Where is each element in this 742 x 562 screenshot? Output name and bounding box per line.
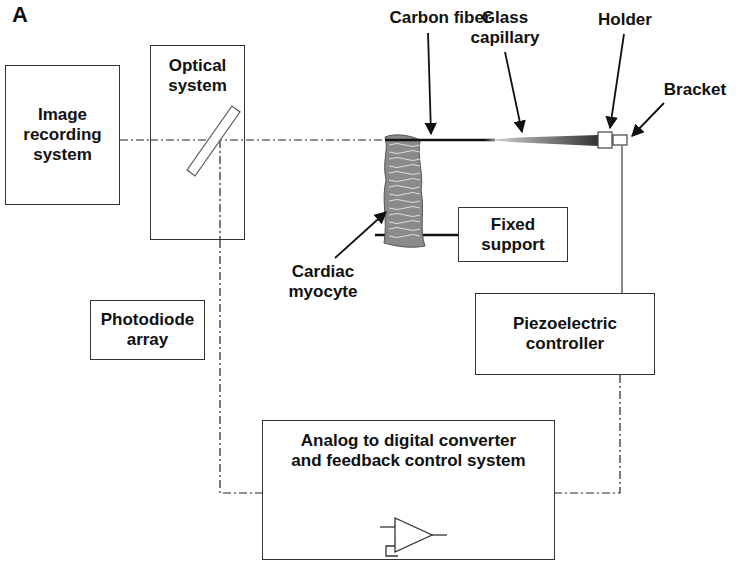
leader-arrow [610,34,624,128]
leader-arrow [632,103,664,136]
box-label: Piezoelectric controller [482,314,648,354]
mirror [187,106,240,176]
part-label: Holder [595,10,655,30]
part-label: Carbon fiber [385,8,495,28]
box-label: Fixed support [465,215,561,255]
bracket-rod [621,145,623,293]
process-box: Image recording system [5,65,120,205]
striation [389,144,420,147]
striations [389,144,420,238]
striation [389,186,420,189]
striation [389,151,420,154]
box-label: Optical system [157,56,238,96]
carbon-fiber [385,139,495,142]
signal-connector [220,240,262,493]
process-box: Piezoelectric controller [475,293,655,375]
process-box: Fixed support [458,207,568,262]
leader-arrow [505,52,522,132]
part-label: Cardiac myocyte [268,262,378,302]
signal-connector [555,375,620,493]
striation [389,221,420,224]
striation [389,235,420,238]
amplifier-symbol [380,518,447,556]
process-box: Analog to digital converter and feedback… [262,420,555,560]
striation [389,158,420,161]
cardiac-myocyte [384,135,425,247]
striation [389,165,420,168]
part-label: Bracket [655,80,735,100]
optical-axis [219,140,220,240]
box-label: Photodiode array [97,310,198,350]
process-box: Optical system [150,45,245,240]
box-label: Analog to digital converter and feedback… [291,431,526,471]
part-label: Glass capillary [455,8,555,48]
holder [598,132,612,148]
glass-capillary [485,135,598,146]
process-box: Photodiode array [90,300,205,360]
striation [389,200,420,203]
panel-letter: A [8,2,32,28]
striation [389,207,420,210]
leader-arrow [428,33,431,134]
striation [389,228,420,231]
box-label: Image recording system [12,105,113,165]
signal-connector [120,139,150,140]
optical-axis [150,139,386,140]
striation [389,179,420,182]
striation [389,193,420,196]
leader-arrow [335,212,386,258]
striation [389,214,420,217]
striation [389,172,420,175]
bracket [613,135,627,145]
